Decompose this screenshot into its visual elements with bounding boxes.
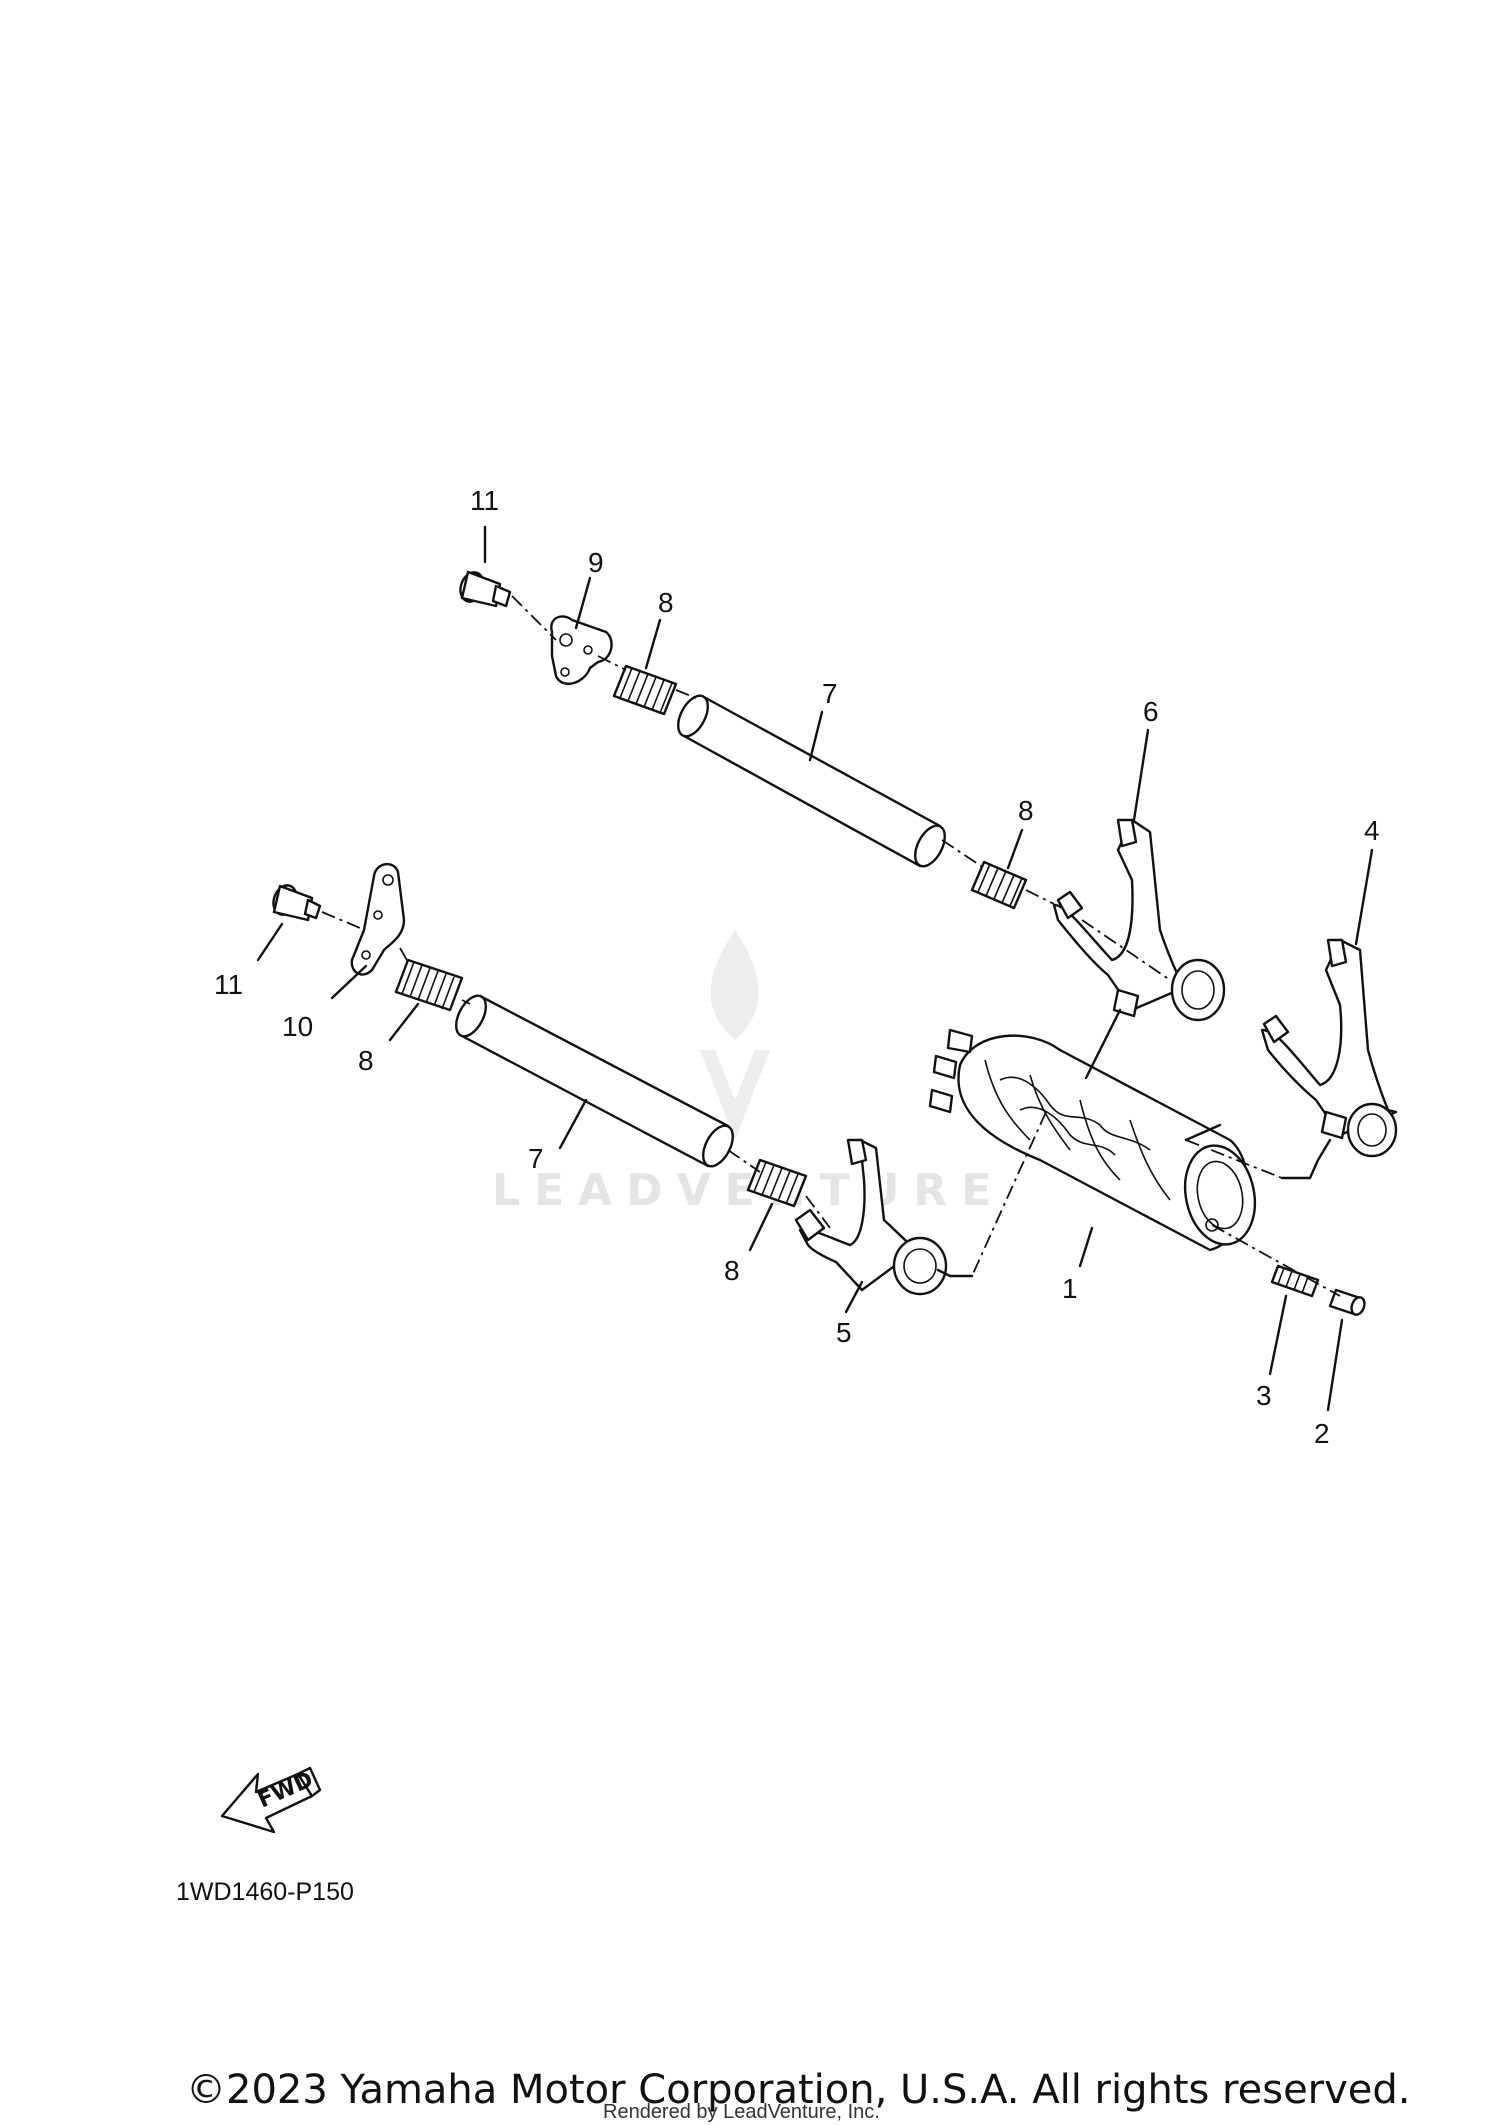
pin-2[interactable]	[1328, 1288, 1367, 1317]
callout-11-lower: 11	[214, 969, 243, 1000]
callout-7-upper: 7	[822, 678, 838, 709]
spring-3[interactable]	[1270, 1264, 1320, 1298]
shift-fork-6[interactable]	[1052, 818, 1226, 1022]
spring-8-upper-right[interactable]	[970, 860, 1028, 910]
callout-2: 2	[1314, 1418, 1330, 1449]
copyright-notice: ©2023 Yamaha Motor Corporation, U.S.A. A…	[186, 2067, 1411, 2113]
callout-3: 3	[1256, 1380, 1272, 1411]
watermark-v-icon	[700, 1050, 770, 1140]
leader-lines	[256, 525, 1374, 1412]
shift-fork-5[interactable]	[794, 1138, 948, 1296]
callout-8-lower-right: 8	[724, 1255, 740, 1286]
callout-8-upper-left: 8	[658, 587, 674, 618]
rendered-by-notice: Rendered by LeadVenture, Inc.	[603, 2101, 880, 2123]
shift-fork-4[interactable]	[1260, 938, 1398, 1158]
bolt-upper[interactable]	[457, 569, 512, 608]
diagram-code: 1WD1460-P150	[176, 1878, 354, 1906]
callout-6: 6	[1143, 696, 1159, 727]
watermark: LEADVENTURE	[492, 930, 1005, 1216]
callout-9: 9	[588, 547, 604, 578]
shift-drum-1[interactable]	[928, 1028, 1264, 1252]
watermark-flame-icon	[710, 930, 759, 1040]
spring-8-lower-right[interactable]	[746, 1158, 808, 1208]
bolt-lower[interactable]	[270, 882, 322, 922]
stopper-plate-10[interactable]	[350, 863, 406, 976]
callout-4: 4	[1364, 815, 1380, 846]
spring-8-upper-left[interactable]	[612, 664, 678, 716]
callouts: 11 9 8 7 6 8 4 11 10 8 7 8 5 1 3 2	[214, 485, 1380, 1449]
callout-8-lower-left: 8	[358, 1045, 374, 1076]
spring-8-lower-left[interactable]	[394, 958, 464, 1012]
callout-5: 5	[836, 1317, 852, 1348]
callout-10: 10	[282, 1011, 313, 1042]
guide-bar-7-upper[interactable]	[672, 691, 951, 871]
alignment-lines	[321, 595, 1341, 1297]
fwd-arrow-icon: FWD	[220, 1766, 322, 1834]
guide-bar-7-lower[interactable]	[450, 991, 739, 1171]
watermark-text: LEADVENTURE	[492, 1165, 1005, 1216]
callout-8-upper-right: 8	[1018, 795, 1034, 826]
callout-1: 1	[1062, 1273, 1078, 1304]
callout-7-lower: 7	[528, 1143, 544, 1174]
callout-11-upper: 11	[470, 485, 499, 516]
stopper-plate-9[interactable]	[550, 615, 613, 686]
